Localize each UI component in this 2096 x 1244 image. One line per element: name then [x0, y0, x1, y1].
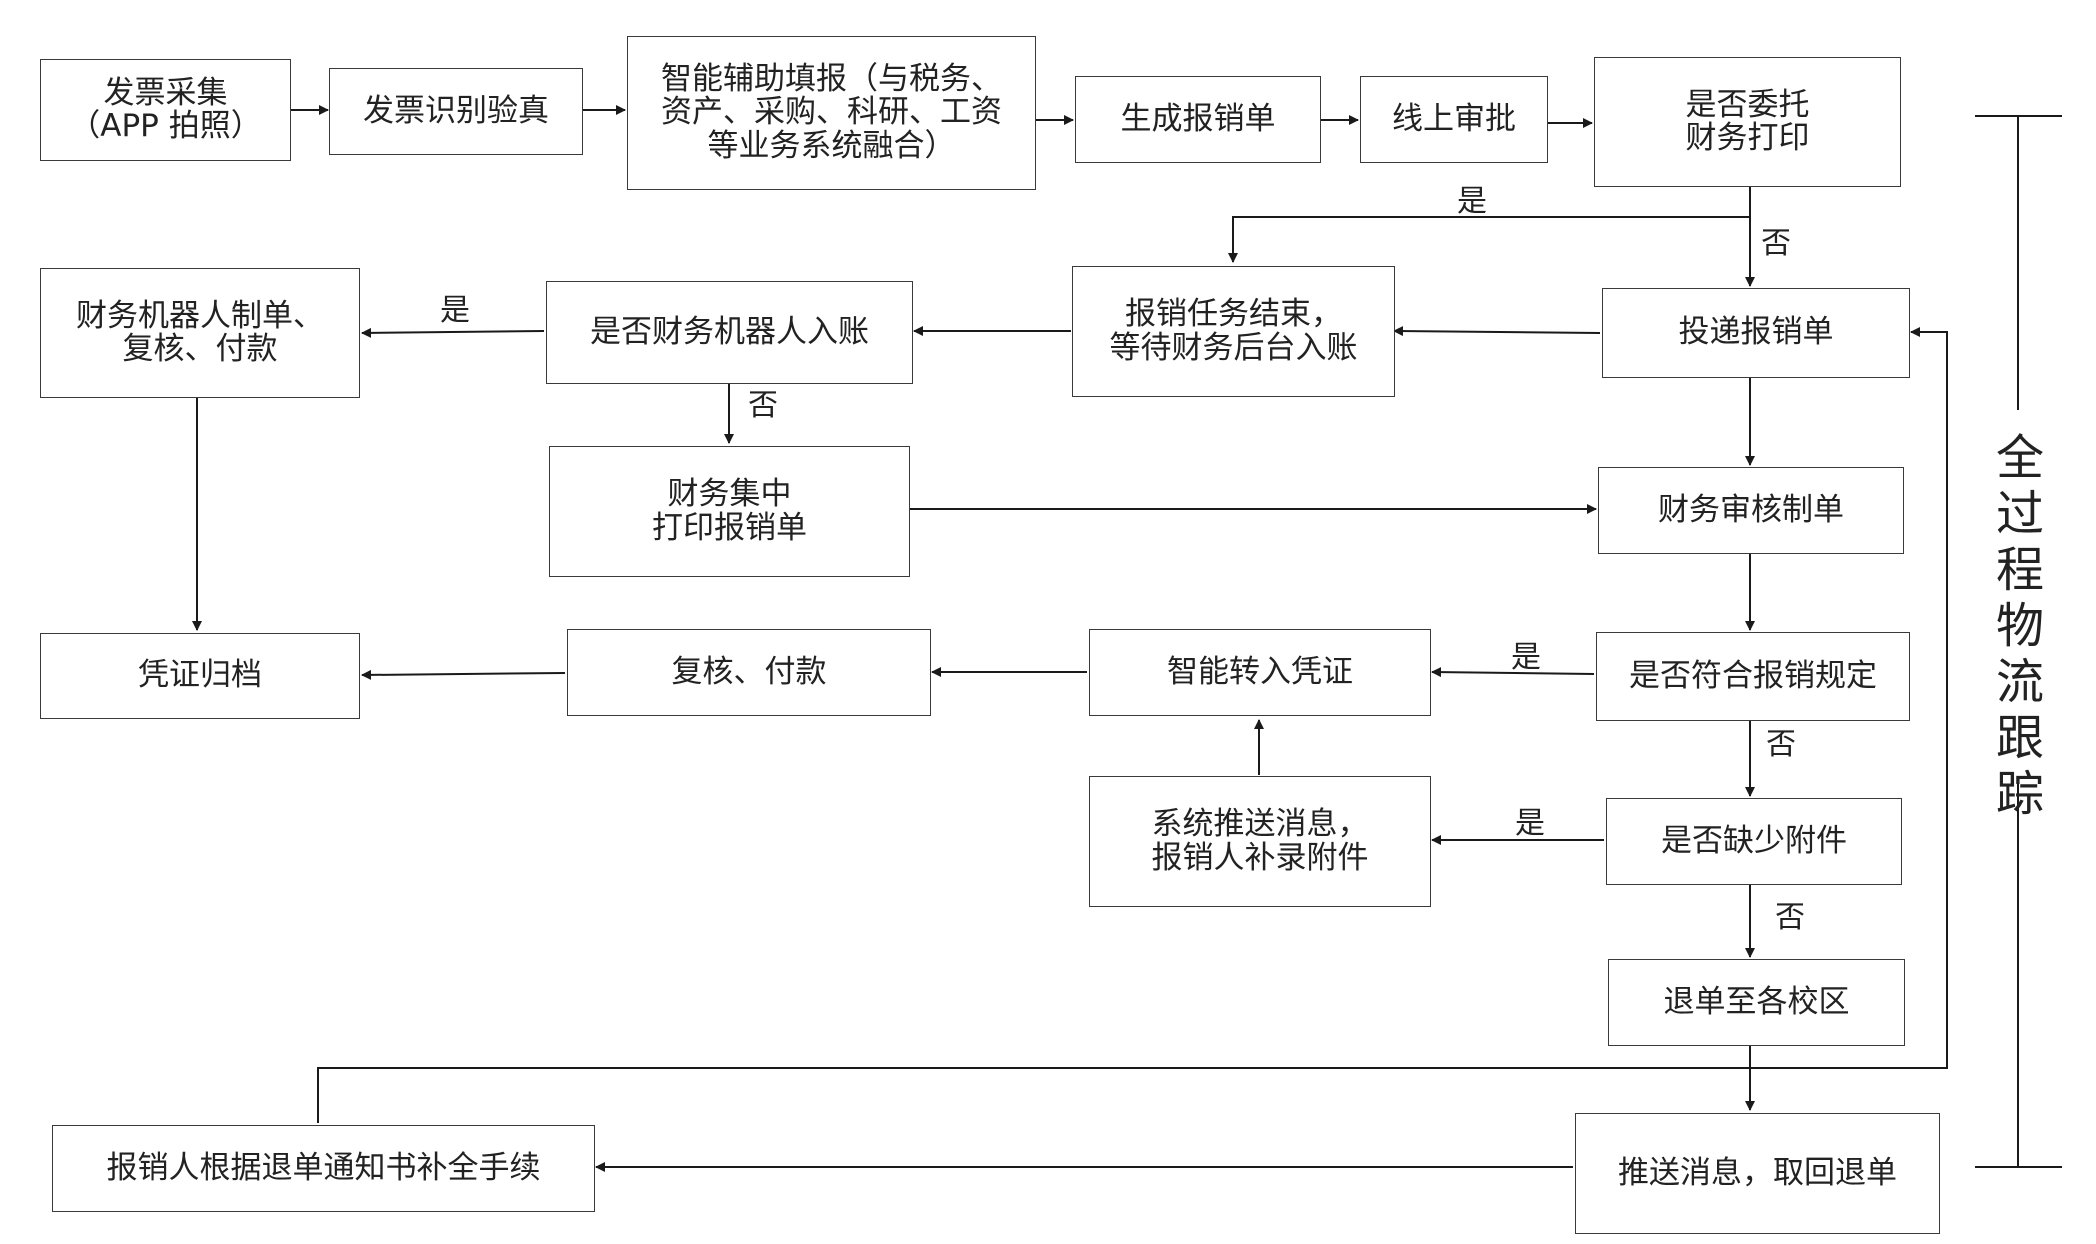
- node-task-end: 报销任务结束， 等待财务后台入账: [1072, 266, 1395, 397]
- node-compliance-decision: 是否符合报销规定: [1596, 632, 1910, 721]
- node-robot-voucher: 财务机器人制单、 复核、付款: [40, 268, 360, 398]
- node-smart-voucher: 智能转入凭证: [1089, 629, 1431, 716]
- node-attachment-decision: 是否缺少附件: [1606, 798, 1902, 885]
- label-yes-attachment: 是: [1515, 806, 1545, 841]
- label-yes-compliance: 是: [1511, 640, 1541, 675]
- label-yes-robot: 是: [440, 293, 470, 328]
- arrow-n14-n13: [361, 669, 566, 680]
- node-robot-decision: 是否财务机器人入账: [546, 281, 913, 384]
- node-print-delegation-decision: 是否委托 财务打印: [1594, 57, 1901, 187]
- node-return-campus: 退单至各校区: [1608, 959, 1905, 1046]
- node-online-approval: 线上审批: [1360, 76, 1548, 163]
- label-no-attachment: 否: [1775, 900, 1805, 935]
- node-generate-form: 生成报销单: [1075, 76, 1321, 163]
- node-central-print: 财务集中 打印报销单: [549, 446, 910, 577]
- node-smart-fill: 智能辅助填报（与税务、 资产、采购、科研、工资 等业务系统融合）: [627, 36, 1036, 190]
- node-push-supplement: 系统推送消息， 报销人补录附件: [1089, 776, 1431, 907]
- node-voucher-archive: 凭证归档: [40, 633, 360, 719]
- node-invoice-verify: 发票识别验真: [329, 68, 583, 155]
- arrow-n8-n7: [361, 327, 545, 338]
- node-invoice-collect: 发票采集 （APP 拍照）: [40, 59, 291, 161]
- arrow-n6-n9: [1228, 216, 1750, 263]
- label-no-print: 否: [1761, 226, 1791, 261]
- node-audit-voucher: 财务审核制单: [1598, 467, 1904, 554]
- node-review-pay: 复核、付款: [567, 629, 931, 716]
- label-no-robot: 否: [748, 388, 778, 423]
- side-label-full-tracking: 全过程物流跟踪: [1995, 430, 2044, 822]
- arrow-n16-n15: [1431, 667, 1595, 678]
- node-reimburser-complete: 报销人根据退单通知书补全手续: [52, 1125, 595, 1212]
- label-no-compliance: 否: [1766, 727, 1796, 762]
- label-yes-print: 是: [1457, 184, 1487, 219]
- arrow-n20-n10-loop: [317, 327, 1948, 1123]
- node-submit-form: 投递报销单: [1602, 288, 1910, 378]
- node-push-retrieve: 推送消息，取回退单: [1575, 1113, 1940, 1234]
- arrow-n10-n9: [1393, 326, 1601, 337]
